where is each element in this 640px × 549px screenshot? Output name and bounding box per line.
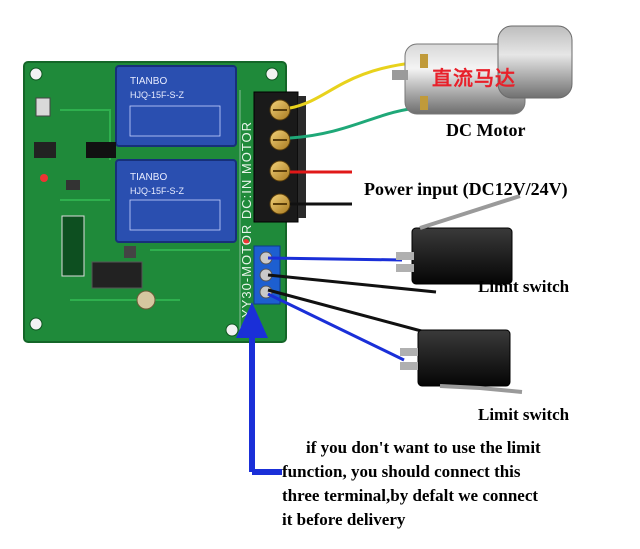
relay-bottom: TIANBO HJQ-15F-S-Z (115, 159, 237, 243)
board-silkscreen: YY30-MOTOR DC:IN MOTOR (239, 121, 254, 318)
dc-motor (392, 25, 573, 115)
power-input-label: Power input (DC12V/24V) (364, 179, 568, 199)
limit-switch-label-1: Limit switch (478, 277, 570, 296)
motor-wire-green (289, 106, 421, 140)
pcb-components (34, 97, 249, 310)
motor-chinese-label: 直流马达 (432, 66, 516, 90)
limit-terminal-arrow (236, 302, 282, 475)
limit-wire-blue-1 (267, 256, 403, 262)
limit-wire-black-1 (267, 273, 437, 294)
motor-wire-yellow (289, 60, 421, 110)
limit-note-line-3: three terminal,by defalt we connect (282, 486, 539, 505)
limit-wire-blue-2 (267, 292, 405, 362)
limit-switch-top (396, 194, 521, 285)
limit-wire-black-2 (267, 288, 441, 338)
limit-switch-label-2: Limit switch (478, 405, 570, 424)
relay-bottom-model: HJQ-15F-S-Z (130, 186, 185, 196)
relay-top-model: HJQ-15F-S-Z (130, 90, 185, 100)
relay-top-brand: TIANBO (130, 76, 167, 87)
terminal-block-main (253, 91, 306, 223)
limit-note: if you don't want to use the limit funct… (282, 436, 612, 532)
dc-motor-label: DC Motor (446, 120, 526, 140)
relay-bottom-brand: TIANBO (130, 172, 167, 183)
limit-note-line-1: if you don't want to use the limit (306, 438, 541, 457)
limit-switch-bottom (400, 329, 523, 394)
limit-note-line-4: it before delivery (282, 510, 406, 529)
relay-top: TIANBO HJQ-15F-S-Z (115, 65, 237, 147)
limit-note-line-2: function, you should connect this (282, 462, 521, 481)
